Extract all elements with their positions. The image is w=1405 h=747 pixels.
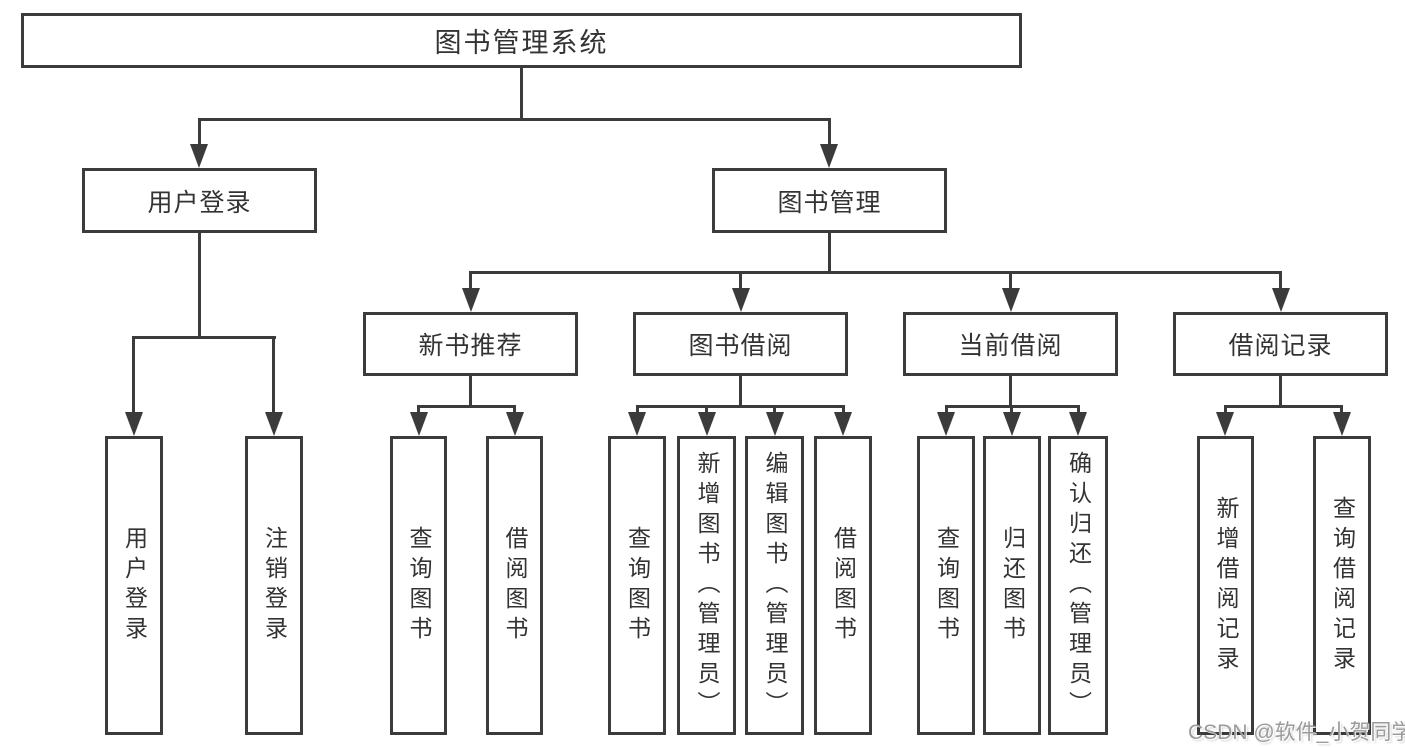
connector-level2-horizontal (198, 118, 831, 121)
node-book-borrow: 图书借阅 (633, 312, 848, 376)
arrowhead-book-borrow (732, 288, 750, 312)
node-new-book-recommend-label: 新书推荐 (418, 332, 523, 360)
connector-drop-current-borrow (1009, 271, 1012, 291)
connector-drop-book-borrow (739, 271, 742, 291)
connector-user-login-riser (198, 233, 201, 337)
arrowhead-leaf (937, 412, 955, 436)
arrowhead-leaf (1069, 412, 1087, 436)
watermark: CSDN @软件_小贺同学 (1188, 721, 1405, 744)
arrowhead-leaf (766, 412, 784, 436)
connector-drop (636, 405, 639, 417)
connector-drop (1010, 405, 1013, 417)
connector-drop-new-book (469, 271, 472, 291)
connector-book-management-riser (828, 233, 831, 273)
arrowhead-user-login (190, 144, 208, 168)
arrowhead-borrow-records (1272, 288, 1290, 312)
node-book-management-label: 图书管理 (777, 188, 882, 217)
leaf-query-books-3: 查询图书 (917, 436, 975, 735)
connector-current-borrow-riser (1009, 376, 1012, 407)
arrowhead-leaf (506, 412, 524, 436)
node-current-borrow-label: 当前借阅 (958, 332, 1063, 360)
arrowhead-leaf (410, 412, 428, 436)
connector-drop (513, 405, 516, 417)
node-user-login: 用户登录 (82, 168, 317, 233)
leaf-borrow-books-2: 借阅图书 (814, 436, 872, 735)
connector-drop (945, 405, 948, 417)
arrowhead-leaf (628, 412, 646, 436)
connector-drop (1340, 405, 1343, 417)
connector-new-book-riser (469, 376, 472, 407)
leaf-confirm-return-admin: 确认归还（管理员） (1048, 436, 1108, 735)
leaf-borrow-books-1: 借阅图书 (486, 436, 543, 735)
node-new-book-recommend: 新书推荐 (363, 312, 578, 376)
connector-user-login-horizontal (132, 336, 276, 339)
connector-drop (705, 405, 708, 417)
connector-drop (1224, 405, 1227, 417)
arrowhead-current-borrow (1002, 288, 1020, 312)
node-borrow-records: 借阅记录 (1173, 312, 1388, 376)
connector-borrow-records-riser (1279, 376, 1282, 407)
arrowhead-leaf (1216, 412, 1234, 436)
node-borrow-records-label: 借阅记录 (1228, 332, 1333, 360)
connector-drop-leaf-logout (272, 336, 275, 414)
connector-drop-user-login (198, 118, 201, 148)
connector-borrow-records-horizontal (1224, 405, 1343, 408)
leaf-logout-login: 注销登录 (245, 436, 303, 735)
arrowhead-leaf (1003, 412, 1021, 436)
node-user-login-label: 用户登录 (147, 188, 252, 217)
leaf-query-borrow-record: 查询借阅记录 (1313, 436, 1371, 735)
connector-root-riser (520, 68, 523, 120)
leaf-user-login: 用户登录 (105, 436, 163, 735)
leaf-return-book: 归还图书 (983, 436, 1041, 735)
node-current-borrow: 当前借阅 (903, 312, 1118, 376)
arrowhead-leaf (834, 412, 852, 436)
connector-drop (417, 405, 420, 417)
connector-book-borrow-riser (739, 376, 742, 407)
connector-book-borrow-horizontal (636, 405, 844, 408)
leaf-add-borrow-record: 新增借阅记录 (1197, 436, 1254, 735)
node-book-borrow-label: 图书借阅 (688, 332, 793, 360)
arrowhead-leaf (698, 412, 716, 436)
leaf-query-books-1: 查询图书 (390, 436, 447, 735)
connector-drop-leaf-user-login (132, 336, 135, 414)
arrowhead-leaf-user-login (125, 412, 143, 436)
leaf-edit-book-admin: 编辑图书（管理员） (745, 436, 804, 735)
connector-drop-book-management (828, 118, 831, 148)
connector-drop (1077, 405, 1080, 417)
connector-drop-borrow-records (1279, 271, 1282, 291)
connector-new-book-horizontal (417, 405, 516, 408)
node-book-management: 图书管理 (712, 168, 947, 233)
leaf-add-book-admin: 新增图书（管理员） (677, 436, 736, 735)
arrowhead-book-management (820, 144, 838, 168)
node-root-label: 图书管理系统 (434, 28, 609, 58)
arrowhead-new-book (462, 288, 480, 312)
arrowhead-leaf-logout (265, 412, 283, 436)
connector-level3-horizontal (469, 271, 1282, 274)
leaf-query-books-2: 查询图书 (608, 436, 666, 735)
connector-drop (842, 405, 845, 417)
node-root: 图书管理系统 (21, 13, 1022, 68)
arrowhead-leaf (1333, 412, 1351, 436)
connector-drop (773, 405, 776, 417)
